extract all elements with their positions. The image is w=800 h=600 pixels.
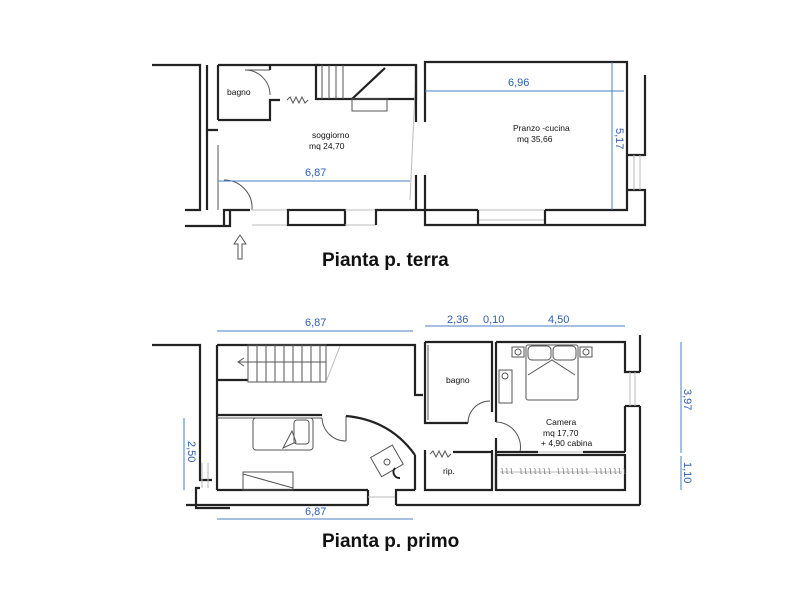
room-extra-camera: + 4,90 cabina <box>541 438 593 448</box>
dim-wall-width: 0,10 <box>483 314 504 326</box>
dim-camera-depth: 3,97 <box>681 389 693 410</box>
room-area-soggiorno: mq 24,70 <box>309 141 345 151</box>
room-label-bagno-first: bagno <box>446 375 470 385</box>
room-label-bagno: bagno <box>227 87 251 97</box>
room-label-soggiorno: soggiorno <box>312 130 350 140</box>
dim-top-left-width: 6,87 <box>305 317 326 329</box>
ground-floor-title: Pianta p. terra <box>322 250 449 271</box>
room-label-pranzo: Pranzo -cucina <box>513 123 570 133</box>
room-area-pranzo: mq 35,66 <box>517 134 553 144</box>
dim-cabina-depth: 1,10 <box>681 462 693 483</box>
room-label-rip: rip. <box>443 466 455 476</box>
dim-pranzo-depth: 5,17 <box>613 128 625 149</box>
wardrobe-hangers: lll lllllll lllllll lllllll <box>500 469 627 477</box>
dim-camera-width: 4,50 <box>548 314 569 326</box>
dim-pranzo-width: 6,96 <box>508 77 529 89</box>
dim-soggiorno-width: 6,87 <box>305 167 326 179</box>
ground-floor-plan: 6,87 6,96 5,17 bagno soggiorno mq 24,70 … <box>152 60 647 271</box>
dim-bottom-left-width: 6,87 <box>305 506 326 518</box>
dim-bagno-width: 2,36 <box>447 314 468 326</box>
first-floor-plan: rip. lll lllllll lllllll lllllll bagno C… <box>152 314 693 552</box>
room-label-camera: Camera <box>546 417 577 427</box>
dim-left-depth: 2,50 <box>185 441 197 462</box>
arrow-up-icon <box>233 234 247 260</box>
first-floor-title: Pianta p. primo <box>322 531 459 552</box>
room-area-camera: mq 17,70 <box>543 428 579 438</box>
